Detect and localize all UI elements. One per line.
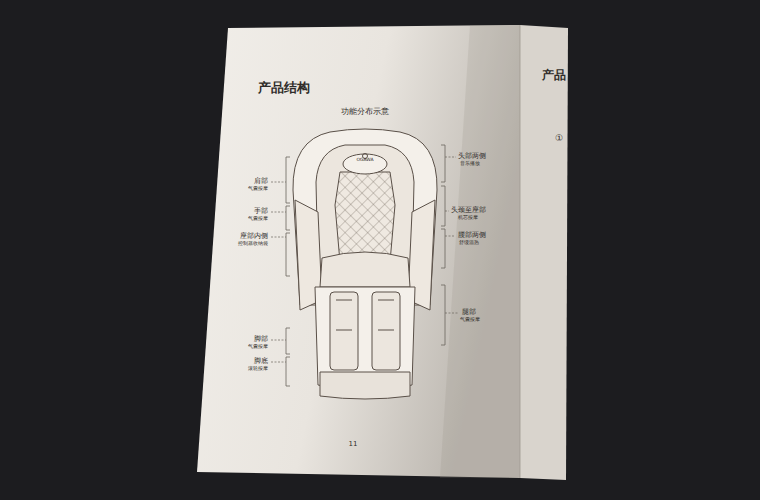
leader-line (271, 237, 286, 238)
leader-line (271, 182, 286, 183)
right-leg-trough (372, 292, 400, 370)
quilted-panel (335, 172, 395, 262)
function-note: 气囊按摩 (248, 216, 268, 222)
leader-line (445, 157, 456, 158)
leader-line (271, 340, 286, 341)
bracket (286, 233, 290, 276)
leader-lines (271, 157, 459, 362)
part-label: 肩部 (254, 177, 268, 185)
function-note: 气囊按摩 (248, 344, 268, 350)
trough-seams (336, 300, 394, 330)
bracket (286, 206, 290, 230)
chair-back (316, 145, 414, 270)
subtitle: 功能分布示意 (341, 107, 389, 116)
leader-line (445, 236, 455, 237)
page-title: 产品结构 (258, 81, 310, 96)
bracket (441, 145, 445, 182)
bracket (441, 229, 445, 268)
page-number: 11 (349, 440, 358, 448)
part-label: 腿部 (462, 308, 476, 316)
foot-rest (320, 372, 410, 399)
part-label: 脚部 (254, 335, 268, 343)
part-label: 头颈至座部 (451, 206, 486, 214)
callout-number: ① (555, 133, 563, 143)
bracket (286, 328, 290, 354)
part-label: 座部内侧 (240, 232, 268, 240)
leader-line (271, 362, 286, 363)
bracket (286, 157, 290, 203)
part-label: 脚底 (254, 357, 268, 365)
leader-line (445, 211, 449, 212)
brand-logo: OGAWA (356, 157, 373, 162)
bracket (441, 186, 445, 226)
page-shadow (440, 25, 520, 478)
function-note: 音乐播放 (460, 161, 480, 167)
left-leg-trough (330, 292, 358, 370)
head-pad (343, 154, 387, 174)
massage-chair (293, 129, 437, 399)
next-page-heading: 产品 (542, 69, 566, 83)
function-note: 舒缓温热 (459, 240, 479, 246)
function-note: 气囊按摩 (460, 317, 480, 323)
function-note: 控制器收纳袋 (238, 241, 268, 247)
leader-line (445, 313, 459, 314)
part-label: 手部 (254, 207, 268, 215)
leader-line (271, 212, 286, 213)
bracket (286, 357, 290, 386)
seat (320, 252, 410, 287)
part-label: 头部两侧 (458, 152, 486, 160)
function-note: 滚轮按摩 (248, 366, 268, 372)
brackets (286, 145, 445, 386)
function-note: 气囊按摩 (248, 186, 268, 192)
bracket (441, 285, 445, 345)
part-label: 腰部两侧 (458, 231, 486, 239)
left-page (197, 25, 520, 478)
function-note: 机芯按摩 (458, 215, 478, 221)
right-page (520, 25, 568, 480)
